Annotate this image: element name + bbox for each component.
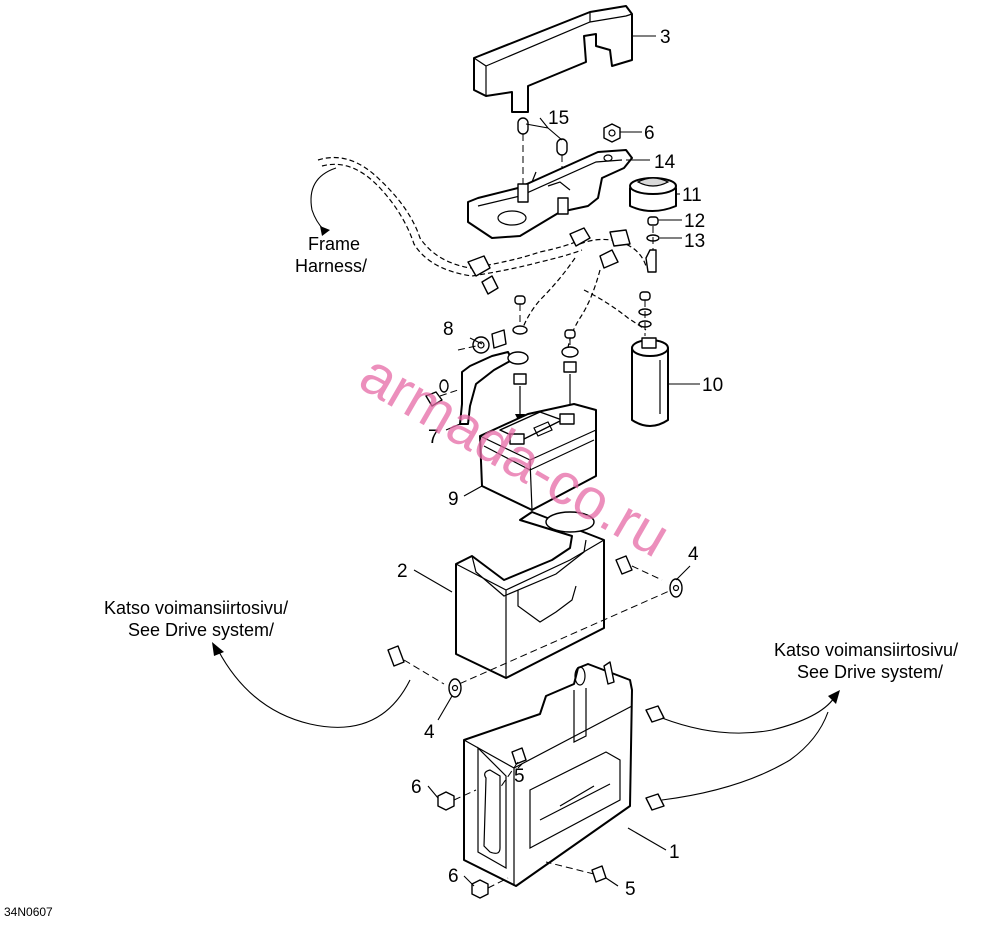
capacitor-part: [631, 291, 669, 427]
callout-5-lower: 5: [625, 879, 636, 900]
drive-note-right-line1: Katso voimansiirtosivu/: [774, 640, 958, 660]
wiring-harness: [310, 156, 647, 349]
box-fastener-parts: [437, 705, 665, 899]
callout-11: 11: [682, 185, 702, 206]
callout-14: 14: [654, 152, 676, 173]
callout-1: 1: [669, 842, 680, 863]
bolt-washer-parts: [387, 555, 683, 698]
callout-10: 10: [702, 375, 723, 396]
callout-15: 15: [548, 108, 569, 129]
battery-cover-part: [473, 5, 633, 113]
callout-4-lower: 4: [424, 722, 435, 743]
frame-harness-note-line1: Frame: [308, 234, 360, 254]
drive-system-arrow-left: [212, 642, 411, 728]
callout-5-upper: 5: [514, 766, 525, 787]
callout-6-middle: 6: [411, 777, 422, 798]
drive-note-left-line1: Katso voimansiirtosivu/: [104, 598, 288, 618]
screw-and-washer-parts: [645, 216, 660, 273]
callout-4-upper: 4: [688, 544, 699, 565]
nut-part-top: [603, 123, 621, 143]
callout-2: 2: [397, 561, 408, 582]
drive-note-left-line2: See Drive system/: [128, 620, 274, 640]
battery-box-part: [463, 661, 633, 887]
callout-8: 8: [443, 319, 454, 340]
callout-6-bottom: 6: [448, 866, 459, 887]
callout-6-top: 6: [644, 123, 655, 144]
drive-note-right-line2: See Drive system/: [797, 662, 943, 682]
callout-12: 12: [684, 211, 705, 232]
drawing-code: 34N0607: [4, 905, 53, 919]
battery-sleeve-part: [455, 511, 605, 679]
drive-system-arrow-right: [661, 690, 840, 801]
callout-9: 9: [448, 489, 459, 510]
callout-3: 3: [660, 27, 671, 48]
leader-lines: [413, 35, 700, 887]
alignment-line: [449, 587, 677, 689]
callout-7: 7: [428, 427, 439, 448]
support-bracket-part: [467, 149, 633, 239]
frame-harness-note-line2: Harness/: [295, 256, 367, 276]
callout-13: 13: [684, 231, 705, 252]
battery-cable-parts: [425, 329, 529, 425]
cap-part: [629, 177, 677, 212]
rubber-pin-parts: [517, 117, 568, 205]
battery-part: [479, 403, 597, 511]
